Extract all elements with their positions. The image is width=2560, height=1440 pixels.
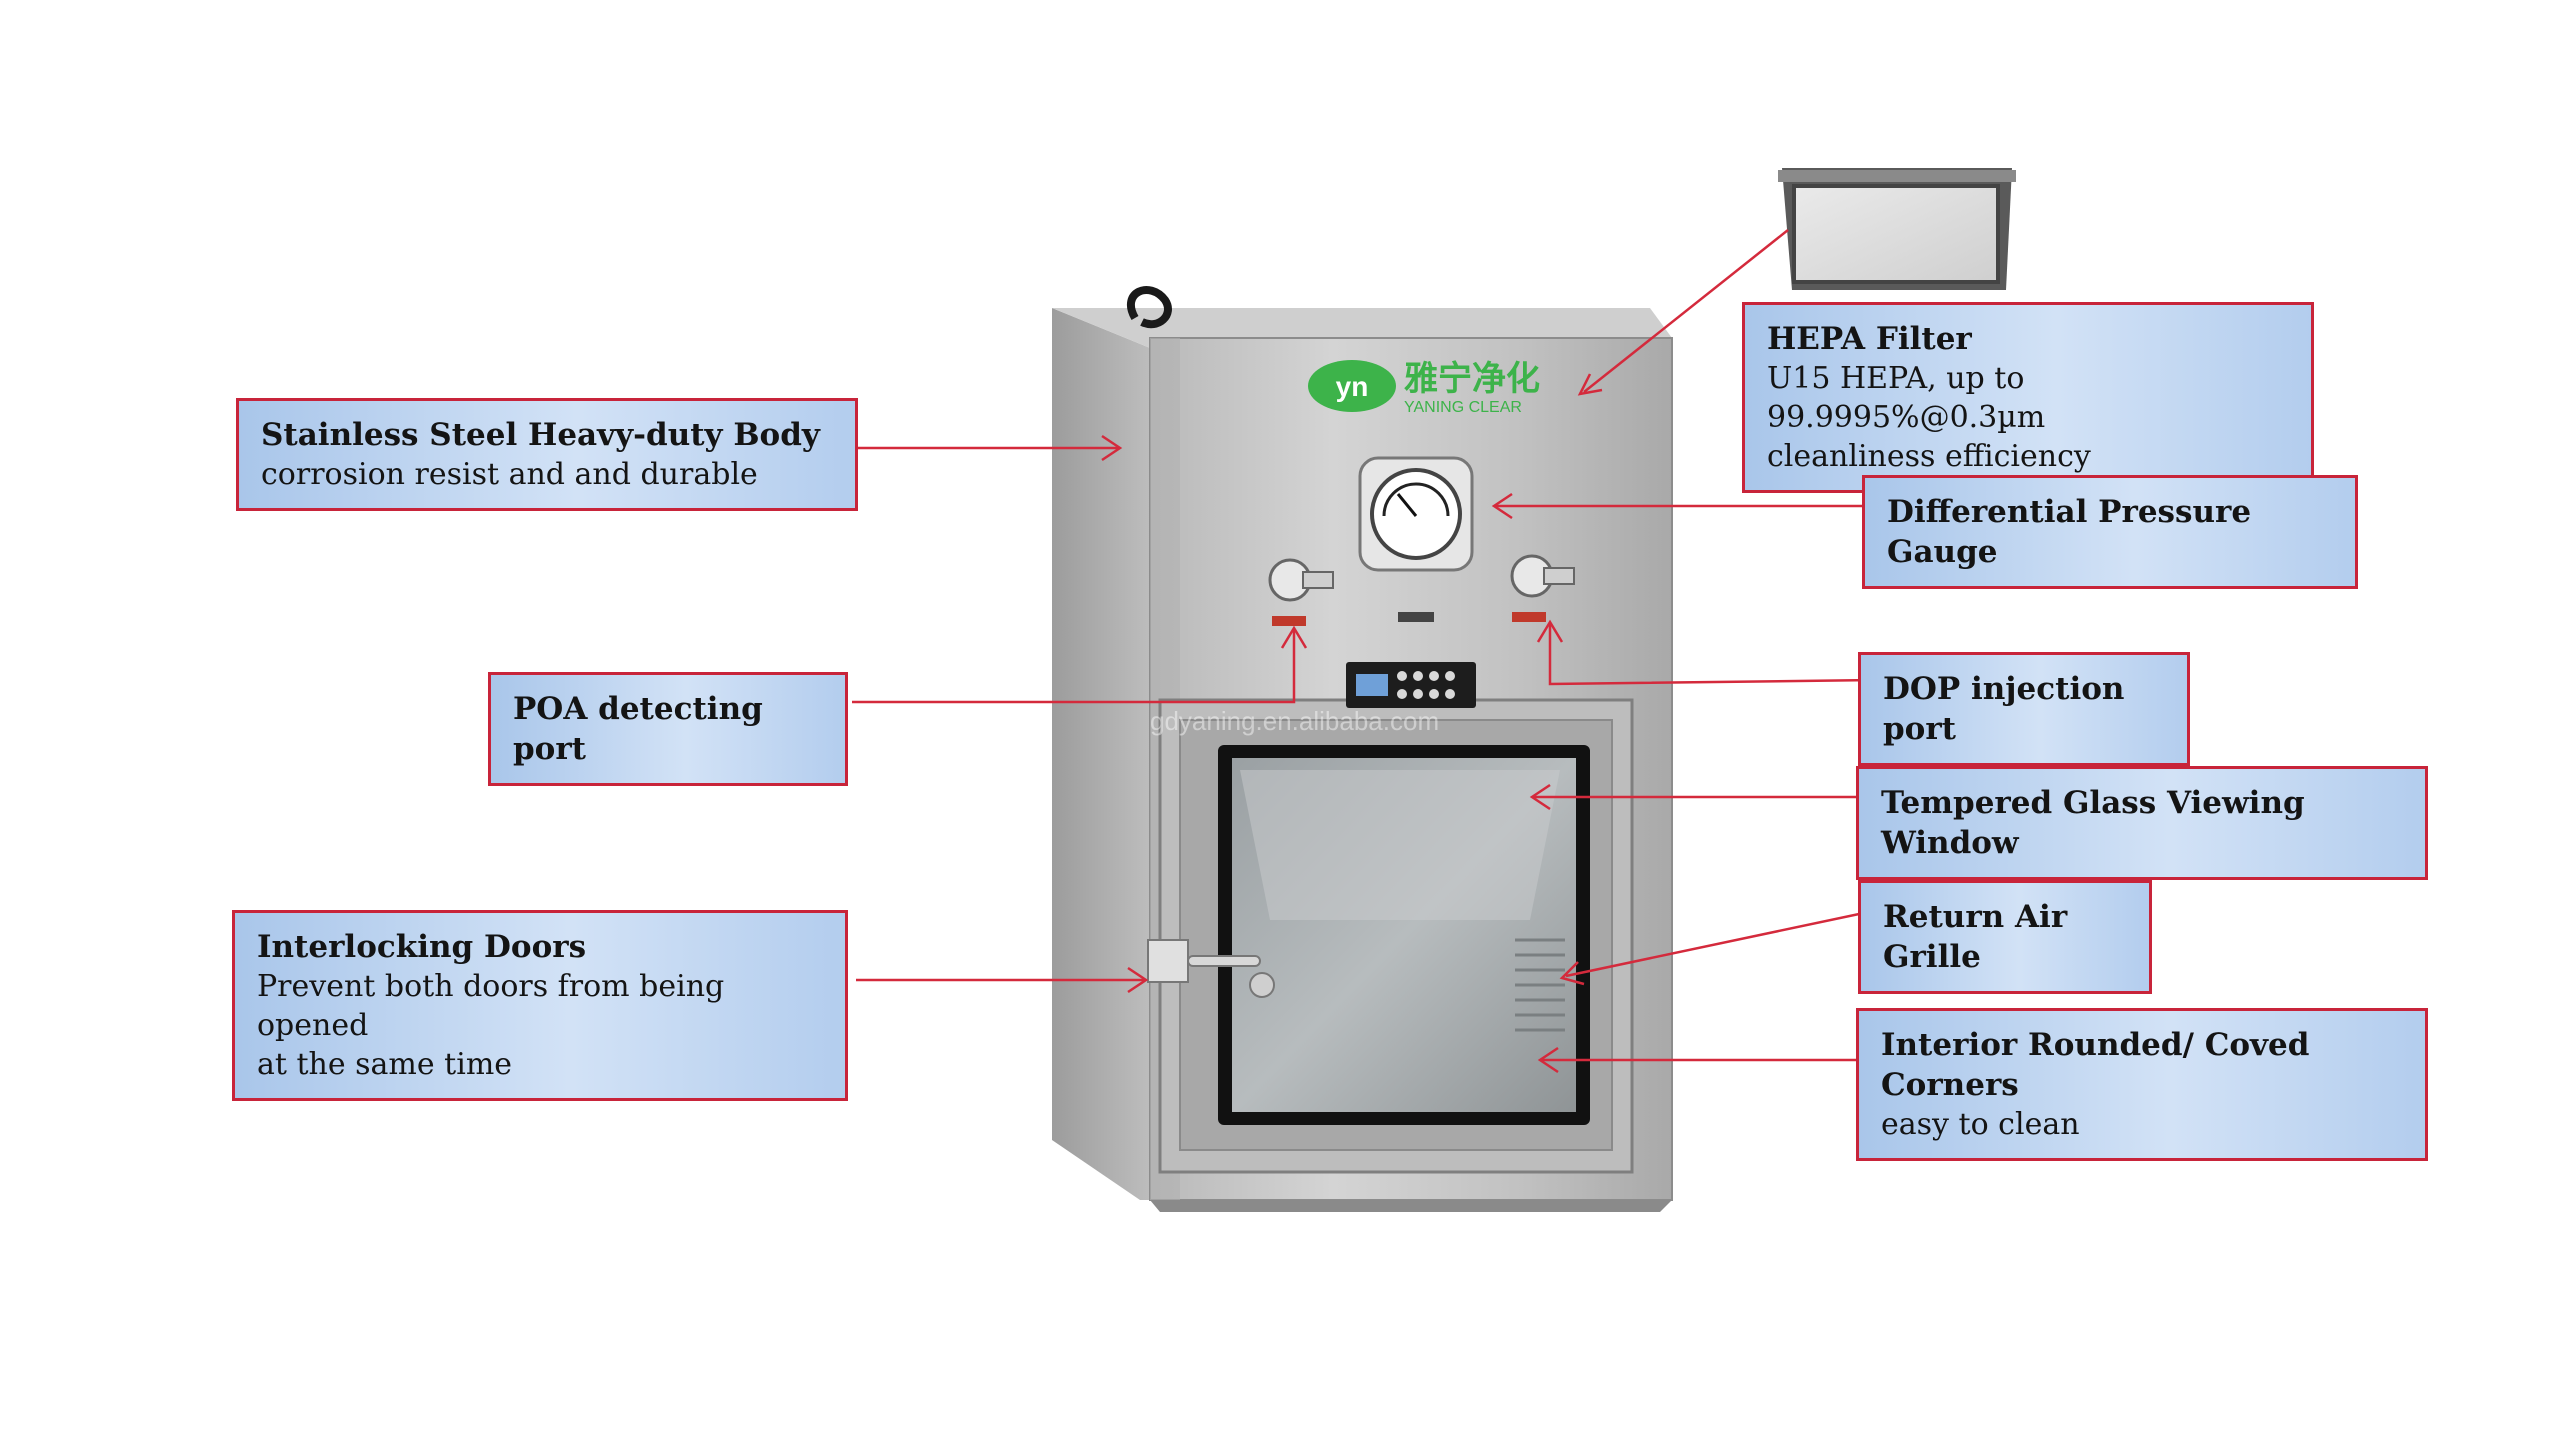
brand-name-en: YANING CLEAR bbox=[1404, 399, 1522, 416]
callout-desc: corrosion resist and and durable bbox=[261, 457, 758, 492]
callout-desc: U15 HEPA, up to 99.9995%@0.3µm bbox=[1767, 361, 2046, 435]
arrowhead-gauge bbox=[1491, 492, 1513, 520]
arrowhead-glass bbox=[1529, 783, 1551, 811]
callout-title: Differential Pressure Gauge bbox=[1887, 494, 2252, 570]
callout-poa: POA detecting port bbox=[488, 672, 848, 786]
brand-logo: yn 雅宁净化 YANING CLEAR bbox=[1308, 359, 1540, 416]
callout-title: DOP injection port bbox=[1883, 671, 2125, 747]
brand-name-cn: 雅宁净化 bbox=[1404, 359, 1540, 399]
dop-port-fitting bbox=[1510, 554, 1575, 622]
callout-title: POA detecting port bbox=[513, 691, 763, 767]
callout-title: Interlocking Doors bbox=[257, 929, 587, 965]
poa-port-fitting bbox=[1268, 558, 1334, 626]
callout-desc: Prevent both doors from being opened bbox=[257, 969, 725, 1043]
arrowhead-body bbox=[1101, 434, 1123, 462]
watermark: gdyaning.en.alibaba.com bbox=[1150, 706, 1440, 736]
leader-hepa bbox=[1583, 229, 1789, 393]
callout-title: HEPA Filter bbox=[1767, 321, 1972, 357]
control-panel bbox=[1346, 662, 1476, 708]
callout-doors: Interlocking Doors Prevent both doors fr… bbox=[232, 910, 848, 1101]
callout-glass: Tempered Glass Viewing Window bbox=[1856, 766, 2428, 880]
leader-grille bbox=[1565, 908, 1879, 978]
arrowhead-hepa bbox=[1577, 373, 1603, 396]
callout-title: Interior Rounded/ Coved Corners bbox=[1881, 1027, 2310, 1103]
callout-gauge: Differential Pressure Gauge bbox=[1862, 475, 2358, 589]
callout-hepa: HEPA Filter U15 HEPA, up to 99.9995%@0.3… bbox=[1742, 302, 2314, 493]
door-latch bbox=[1147, 939, 1275, 998]
arrowhead-corners bbox=[1537, 1046, 1559, 1074]
callout-title: Return Air Grille bbox=[1883, 899, 2068, 975]
callout-body: Stainless Steel Heavy-duty Body corrosio… bbox=[236, 398, 858, 511]
leader-dop bbox=[1548, 624, 1877, 686]
arrowhead-dop bbox=[1536, 619, 1564, 643]
callout-desc: easy to clean bbox=[1881, 1107, 2080, 1142]
callout-desc: at the same time bbox=[257, 1047, 513, 1082]
leader-lines bbox=[852, 229, 1879, 1074]
leader-poa bbox=[852, 630, 1296, 704]
logo-mark: yn bbox=[1336, 371, 1369, 402]
pass-box-cabinet: yn 雅宁净化 YANING CLEAR bbox=[1052, 286, 1673, 1212]
pressure-gauge bbox=[1358, 456, 1474, 572]
callout-grille: Return Air Grille bbox=[1858, 880, 2152, 994]
callout-corners: Interior Rounded/ Coved Corners easy to … bbox=[1856, 1008, 2428, 1161]
arrowhead-grille bbox=[1559, 961, 1585, 986]
arrowhead-poa bbox=[1280, 625, 1308, 649]
callout-desc: cleanliness efficiency bbox=[1767, 439, 2091, 474]
return-air-grille bbox=[1515, 938, 1565, 1032]
arrowhead-doors bbox=[1127, 966, 1149, 994]
callout-title: Stainless Steel Heavy-duty Body bbox=[261, 417, 820, 453]
hepa-filter-image bbox=[1778, 168, 2016, 290]
callout-dop: DOP injection port bbox=[1858, 652, 2190, 766]
callout-title: Tempered Glass Viewing Window bbox=[1881, 785, 2305, 861]
